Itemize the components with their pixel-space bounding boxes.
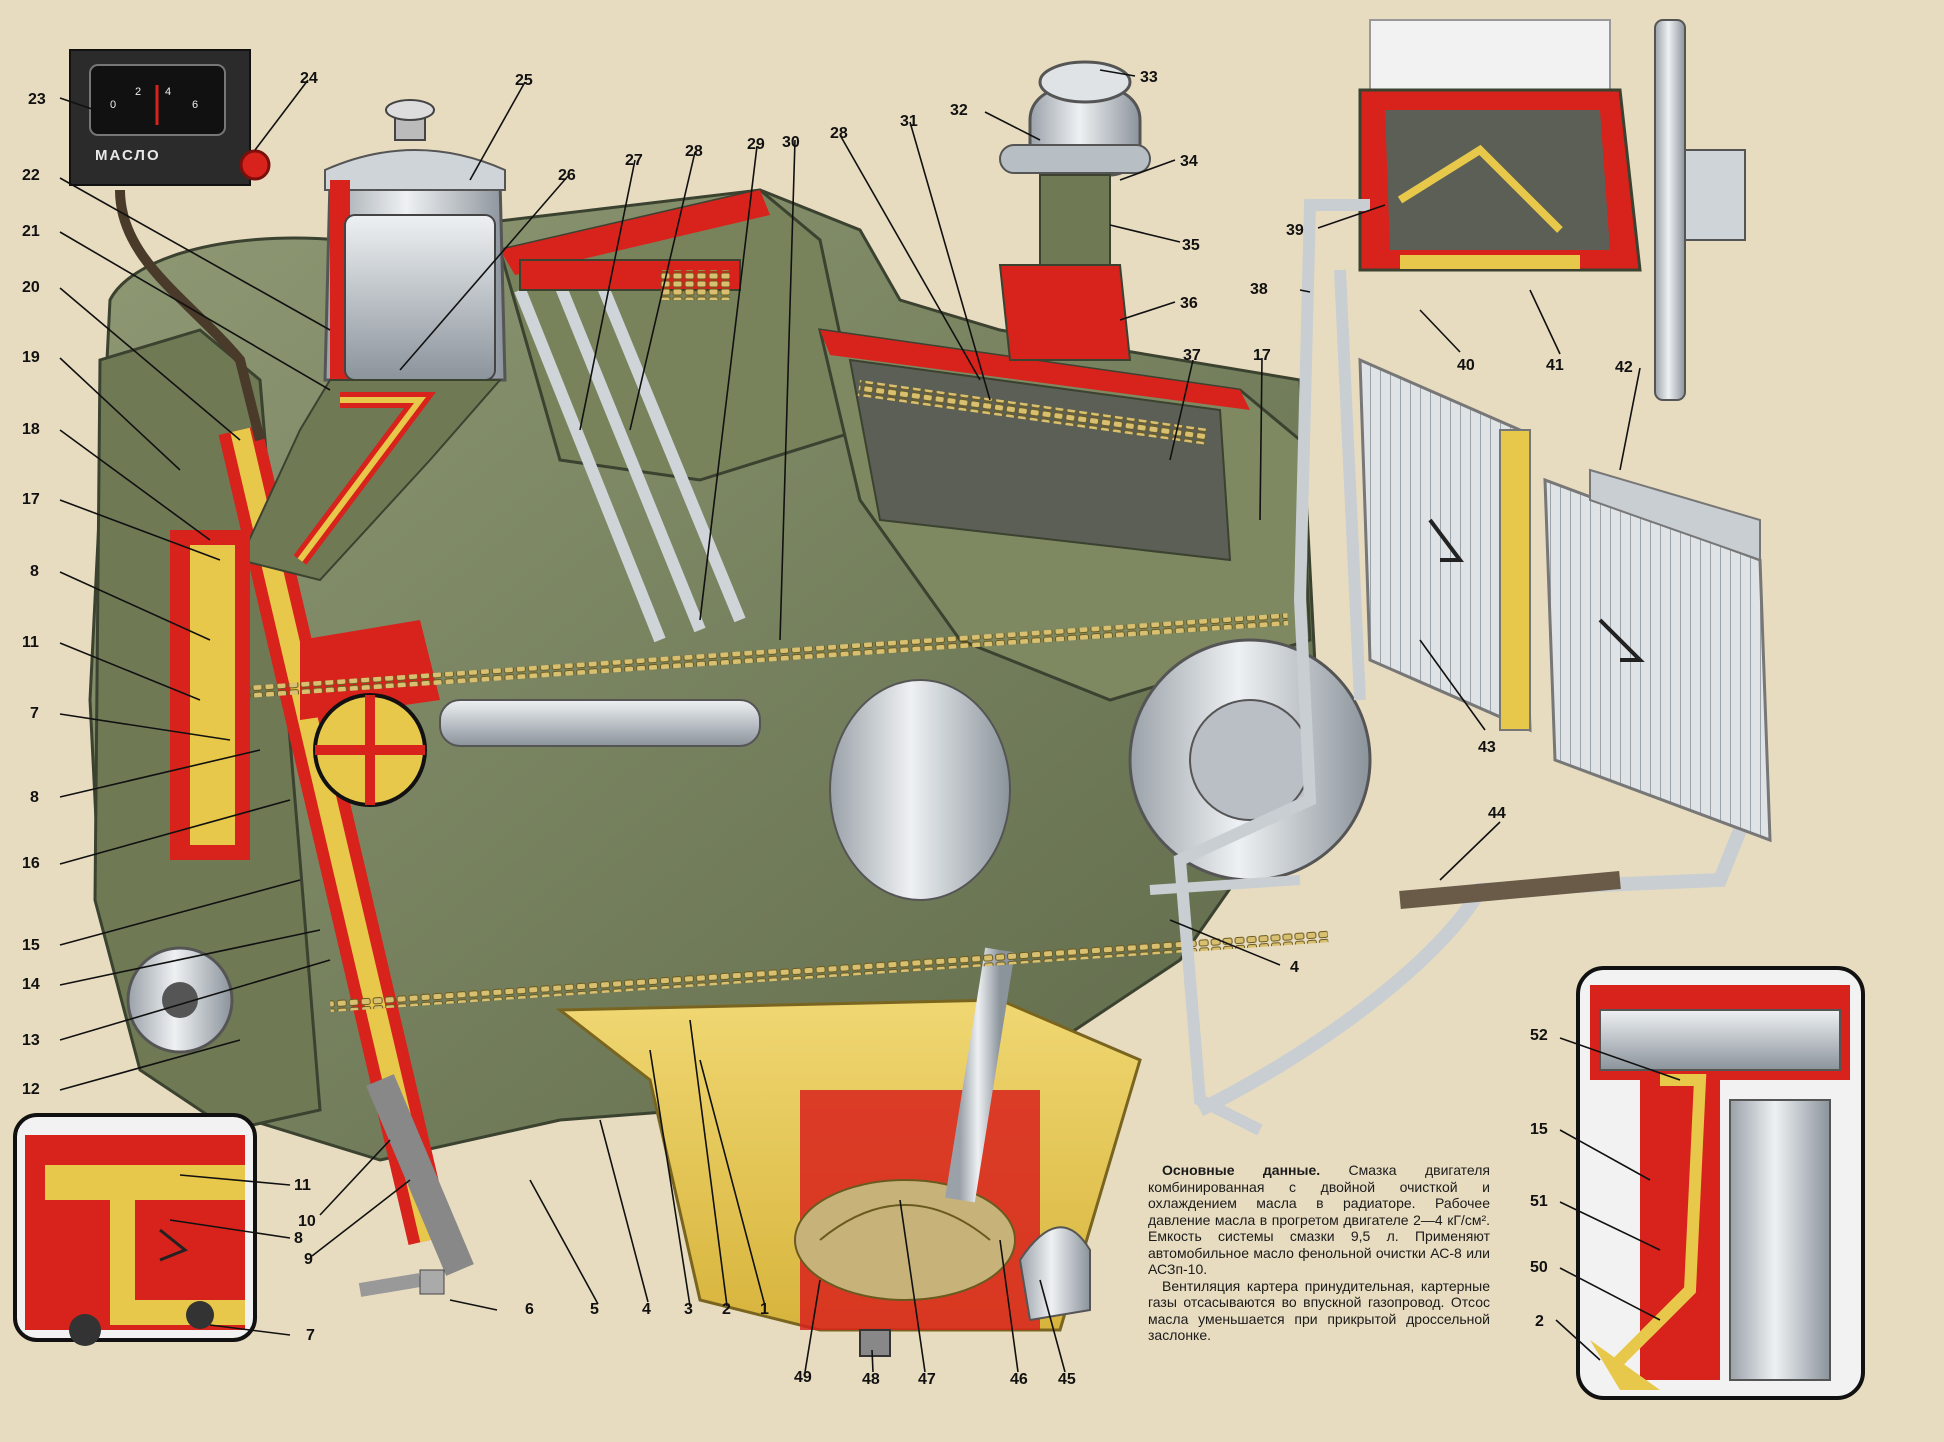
callout-number: 7 bbox=[306, 1327, 315, 1344]
callout-number: 11 bbox=[22, 634, 39, 651]
leader-lines bbox=[59, 69, 1681, 1373]
callout-number: 27 bbox=[625, 152, 643, 169]
caption-paragraph: Вентиляция картера принудительная, карте… bbox=[1148, 1277, 1490, 1344]
warning-lamp-icon bbox=[239, 149, 271, 181]
oil-filler-breather bbox=[998, 60, 1151, 361]
callout-number: 25 bbox=[515, 72, 533, 89]
callout-number: 14 bbox=[22, 976, 40, 993]
gauge-tick: 4 bbox=[165, 86, 171, 98]
left-valve-train bbox=[514, 259, 746, 643]
callout-number: 49 bbox=[794, 1369, 812, 1386]
callout-number: 4 bbox=[642, 1301, 651, 1318]
oil-radiator bbox=[1358, 357, 1772, 843]
callout-number: 22 bbox=[22, 167, 40, 184]
callout-number: 47 bbox=[918, 1371, 936, 1388]
specification-caption: Основные данные. Смазка двигателя комбин… bbox=[1148, 1162, 1490, 1344]
callout-number: 33 bbox=[1140, 69, 1158, 86]
callout-number: 51 bbox=[1530, 1193, 1548, 1210]
callout-number: 39 bbox=[1286, 222, 1304, 239]
callout-number: 5 bbox=[590, 1301, 599, 1318]
callout-number: 37 bbox=[1183, 347, 1201, 364]
callout-number: 9 bbox=[304, 1251, 313, 1268]
callout-number: 6 bbox=[525, 1301, 534, 1318]
callout-number: 21 bbox=[22, 223, 40, 240]
callout-number: 42 bbox=[1615, 359, 1633, 376]
callout-number: 18 bbox=[22, 421, 40, 438]
callout-number: 8 bbox=[294, 1230, 303, 1247]
callout-number: 10 bbox=[298, 1213, 316, 1230]
callout-number: 26 bbox=[558, 167, 576, 184]
callout-number: 1 bbox=[760, 1301, 769, 1318]
callout-number: 15 bbox=[1530, 1121, 1548, 1138]
callout-number: 48 bbox=[862, 1371, 880, 1388]
callout-number: 50 bbox=[1530, 1259, 1548, 1276]
callout-number: 17 bbox=[1253, 347, 1271, 364]
caption-heading: Основные данные. bbox=[1162, 1162, 1321, 1178]
callout-number: 7 bbox=[30, 705, 39, 722]
callout-number: 36 bbox=[1180, 295, 1198, 312]
callout-number: 17 bbox=[22, 491, 40, 508]
gauge-tube bbox=[115, 189, 265, 442]
callout-number: 28 bbox=[685, 143, 703, 160]
callout-number: 8 bbox=[30, 789, 39, 806]
callout-number: 31 bbox=[900, 113, 918, 130]
callout-number: 2 bbox=[1535, 1313, 1544, 1330]
gauge-tick: 2 bbox=[135, 86, 141, 98]
callout-number: 16 bbox=[22, 855, 40, 872]
callout-number: 41 bbox=[1546, 357, 1564, 374]
callout-number: 12 bbox=[22, 1081, 40, 1098]
callout-number: 32 bbox=[950, 102, 968, 119]
callout-number: 28 bbox=[830, 125, 848, 142]
oil-filter bbox=[238, 99, 507, 582]
callout-number: 40 bbox=[1457, 357, 1475, 374]
callout-number: 45 bbox=[1058, 1371, 1076, 1388]
callout-number: 44 bbox=[1488, 805, 1506, 822]
pump-detail-inset bbox=[13, 1113, 257, 1346]
callout-number: 30 bbox=[782, 134, 800, 151]
drive-detail-inset bbox=[1576, 966, 1865, 1400]
callout-number: 2 bbox=[722, 1301, 731, 1318]
callout-numbers: 23 24 25 26 27 28 29 30 28 31 32 33 34 3… bbox=[22, 69, 1633, 1388]
callout-number: 3 bbox=[684, 1301, 693, 1318]
gauge-tick: 0 bbox=[110, 99, 116, 111]
callout-number: 29 bbox=[747, 136, 765, 153]
air-compressor bbox=[1358, 19, 1746, 401]
callout-number: 43 bbox=[1478, 739, 1496, 756]
callout-number: 35 bbox=[1182, 237, 1200, 254]
callout-number: 23 bbox=[28, 91, 46, 108]
callout-number: 46 bbox=[1010, 1371, 1028, 1388]
callout-number: 15 bbox=[22, 937, 40, 954]
callout-number: 52 bbox=[1530, 1027, 1548, 1044]
callout-number: 34 bbox=[1180, 153, 1198, 170]
callout-number: 13 bbox=[22, 1032, 40, 1049]
callout-number: 8 bbox=[30, 563, 39, 580]
gauge-label: МАСЛО bbox=[95, 147, 161, 164]
callout-number: 20 bbox=[22, 279, 40, 296]
callout-number: 4 bbox=[1290, 959, 1299, 976]
callout-number: 11 bbox=[294, 1177, 311, 1194]
gauge-tick: 6 bbox=[192, 99, 198, 111]
caption-paragraph: Смазка двигателя комбинированная с двойн… bbox=[1148, 1162, 1490, 1277]
oil-cooler-lines bbox=[1149, 199, 1767, 1136]
callout-number: 19 bbox=[22, 349, 40, 366]
callout-number: 38 bbox=[1250, 281, 1268, 298]
callout-number: 24 bbox=[300, 70, 318, 87]
oil-pressure-gauge: 0 2 4 6 МАСЛО bbox=[69, 49, 251, 186]
